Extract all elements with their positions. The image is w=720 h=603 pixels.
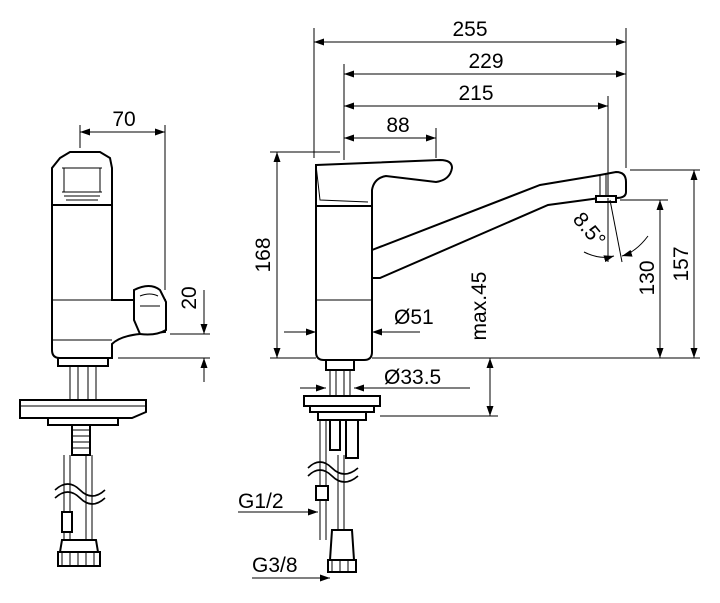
dim-reach-215: 215 <box>458 82 493 105</box>
dim-side-width: 70 <box>112 108 135 131</box>
dim-base-diameter: Ø51 <box>394 306 434 329</box>
dim-height-157: 157 <box>670 246 693 281</box>
dim-lever-height: 20 <box>178 286 201 309</box>
dim-lever-length: 88 <box>386 114 409 137</box>
front-view: 255 229 215 88 168 157 130 8.5° max.45 <box>238 18 700 582</box>
dim-max-deck: max.45 <box>468 272 491 341</box>
dim-hole-diameter: Ø33.5 <box>384 366 441 389</box>
dim-height-168: 168 <box>252 237 275 272</box>
side-view: 70 20 <box>19 108 210 567</box>
thread-connection: G3/8 <box>252 554 298 577</box>
dim-total-reach: 255 <box>452 18 487 41</box>
dim-reach-229: 229 <box>468 50 503 73</box>
dim-height-130: 130 <box>636 260 659 295</box>
dim-spout-angle: 8.5° <box>568 208 610 252</box>
thread-supply: G1/2 <box>238 490 284 513</box>
